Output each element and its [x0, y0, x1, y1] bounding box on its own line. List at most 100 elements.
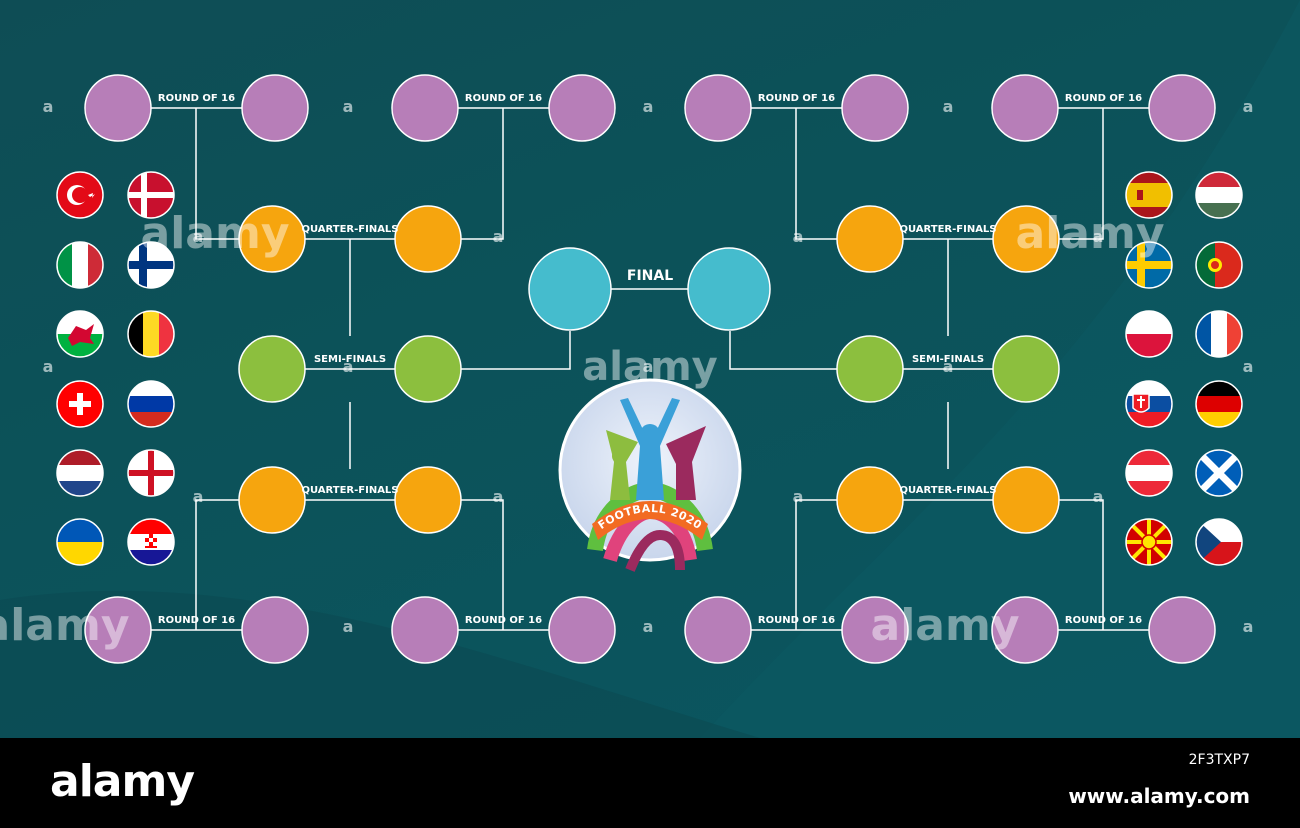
- watermark-mark: a: [643, 357, 654, 376]
- final-label: FINAL: [627, 268, 673, 284]
- semi-final-slot[interactable]: [992, 335, 1060, 403]
- sf-to-final-connector: [729, 331, 837, 370]
- watermark-mark: a: [493, 227, 504, 246]
- watermark-text: alamy: [141, 208, 290, 259]
- watermark-mark: a: [1093, 227, 1104, 246]
- czech-republic-flag: [1195, 518, 1243, 566]
- quarter-final-slot[interactable]: [992, 205, 1060, 273]
- watermark-mark: a: [643, 97, 654, 116]
- germany-flag: [1195, 380, 1243, 428]
- celebrating-figures-icon: [606, 398, 706, 500]
- watermark-mark: a: [1243, 617, 1254, 636]
- watermark-mark: a: [343, 97, 354, 116]
- sweden-flag: [1125, 241, 1173, 289]
- bracket-labels: ROUND OF 16 ROUND OF 16 ROUND OF 16 ROUND O…: [158, 93, 1142, 626]
- round-of-16-slot[interactable]: [684, 596, 752, 664]
- netherlands-flag: [56, 449, 104, 497]
- watermark-text: alamy: [582, 344, 717, 390]
- final-slot[interactable]: [528, 247, 612, 331]
- round-of-16-slot[interactable]: [241, 596, 309, 664]
- r16-to-qf-connector: [195, 499, 240, 630]
- round-of-16-slot[interactable]: [548, 596, 616, 664]
- bracket-stage: ROUND OF 16 ROUND OF 16 ROUND OF 16 ROUND O…: [0, 0, 1300, 738]
- watermark-mark: a: [193, 487, 204, 506]
- watermark-mark: a: [193, 227, 204, 246]
- ukraine-flag: [56, 518, 104, 566]
- round-of-16-slot[interactable]: [841, 74, 909, 142]
- round-of-16-slot[interactable]: [548, 74, 616, 142]
- quarter-finals-label: QUARTER-FINALS: [899, 485, 996, 496]
- round-of-16-label: ROUND OF 16: [758, 93, 835, 104]
- spain-flag: [1125, 171, 1173, 219]
- r16-to-qf-connector: [1058, 108, 1104, 240]
- watermark-mark: a: [643, 617, 654, 636]
- watermark-mark: a: [343, 357, 354, 376]
- team-flags: [56, 171, 1243, 566]
- round-of-16-slot[interactable]: [991, 596, 1059, 664]
- quarter-final-slot[interactable]: [394, 466, 462, 534]
- wales-flag: [56, 310, 104, 358]
- switzerland-flag: [56, 380, 104, 428]
- round-of-16-slot[interactable]: [1148, 74, 1216, 142]
- north-macedonia-flag: [1125, 518, 1173, 566]
- bracket-connectors: [151, 107, 1149, 631]
- quarter-final-slot[interactable]: [394, 205, 462, 273]
- quarter-finals-label: QUARTER-FINALS: [301, 224, 398, 235]
- finland-flag: [127, 241, 175, 289]
- croatia-flag: [127, 518, 175, 566]
- round-of-16-slot[interactable]: [1148, 596, 1216, 664]
- round-of-16-slot[interactable]: [841, 596, 909, 664]
- sf-to-final-connector: [461, 331, 571, 370]
- semi-final-slot[interactable]: [238, 335, 306, 403]
- watermark-text: alamy: [0, 600, 130, 651]
- semi-finals-label: SEMI-FINALS: [314, 354, 386, 365]
- tournament-bracket: ROUND OF 16 ROUND OF 16 ROUND OF 16 ROUND O…: [0, 0, 1300, 738]
- tournament-logo: FOOTBALL 2020: [558, 378, 742, 572]
- belgium-flag: [127, 310, 175, 358]
- footer-bar: alamy 2F3TXP7 www.alamy.com: [0, 738, 1300, 828]
- round-of-16-label: ROUND OF 16: [158, 93, 235, 104]
- round-of-16-label: ROUND OF 16: [1065, 93, 1142, 104]
- england-flag: [127, 449, 175, 497]
- footer-url: www.alamy.com: [1068, 784, 1250, 808]
- russia-flag: [127, 380, 175, 428]
- watermark-mark: a: [43, 357, 54, 376]
- watermark-text: alamy: [1016, 208, 1165, 259]
- round-of-16-label: ROUND OF 16: [758, 615, 835, 626]
- quarter-final-slot[interactable]: [238, 205, 306, 273]
- watermark-mark: a: [943, 97, 954, 116]
- watermark-mark: a: [793, 227, 804, 246]
- scotland-flag: [1195, 449, 1243, 497]
- watermark-mark: a: [343, 617, 354, 636]
- round-of-16-label: ROUND OF 16: [1065, 615, 1142, 626]
- round-of-16-slot[interactable]: [991, 74, 1059, 142]
- r16-to-qf-connector: [460, 108, 504, 240]
- r16-to-qf-connector: [460, 499, 504, 630]
- watermark-mark: a: [493, 487, 504, 506]
- semi-finals-label: SEMI-FINALS: [912, 354, 984, 365]
- quarter-final-slot[interactable]: [836, 205, 904, 273]
- turkey-flag: [56, 171, 104, 219]
- round-of-16-label: ROUND OF 16: [158, 615, 235, 626]
- quarter-final-slot[interactable]: [992, 466, 1060, 534]
- watermarks: alamyalamyalamyalamyalamyaaaaaaaaaaaaaaa…: [0, 97, 1253, 651]
- hungary-flag: [1195, 171, 1243, 219]
- quarter-final-slot[interactable]: [238, 466, 306, 534]
- round-of-16-slot[interactable]: [391, 596, 459, 664]
- france-flag: [1195, 310, 1243, 358]
- watermark-mark: a: [1093, 487, 1104, 506]
- footer-brand: alamy: [50, 756, 195, 807]
- final-slot[interactable]: [687, 247, 771, 331]
- round-of-16-slot[interactable]: [84, 74, 152, 142]
- quarter-final-slot[interactable]: [836, 466, 904, 534]
- semi-final-slot[interactable]: [394, 335, 462, 403]
- round-of-16-label: ROUND OF 16: [465, 615, 542, 626]
- round-of-16-slot[interactable]: [684, 74, 752, 142]
- watermark-mark: a: [943, 357, 954, 376]
- semi-final-slot[interactable]: [836, 335, 904, 403]
- round-of-16-slot[interactable]: [391, 74, 459, 142]
- italy-flag: [56, 241, 104, 289]
- round-of-16-slot[interactable]: [241, 74, 309, 142]
- watermark-mark: a: [793, 487, 804, 506]
- round-of-16-slot[interactable]: [84, 596, 152, 664]
